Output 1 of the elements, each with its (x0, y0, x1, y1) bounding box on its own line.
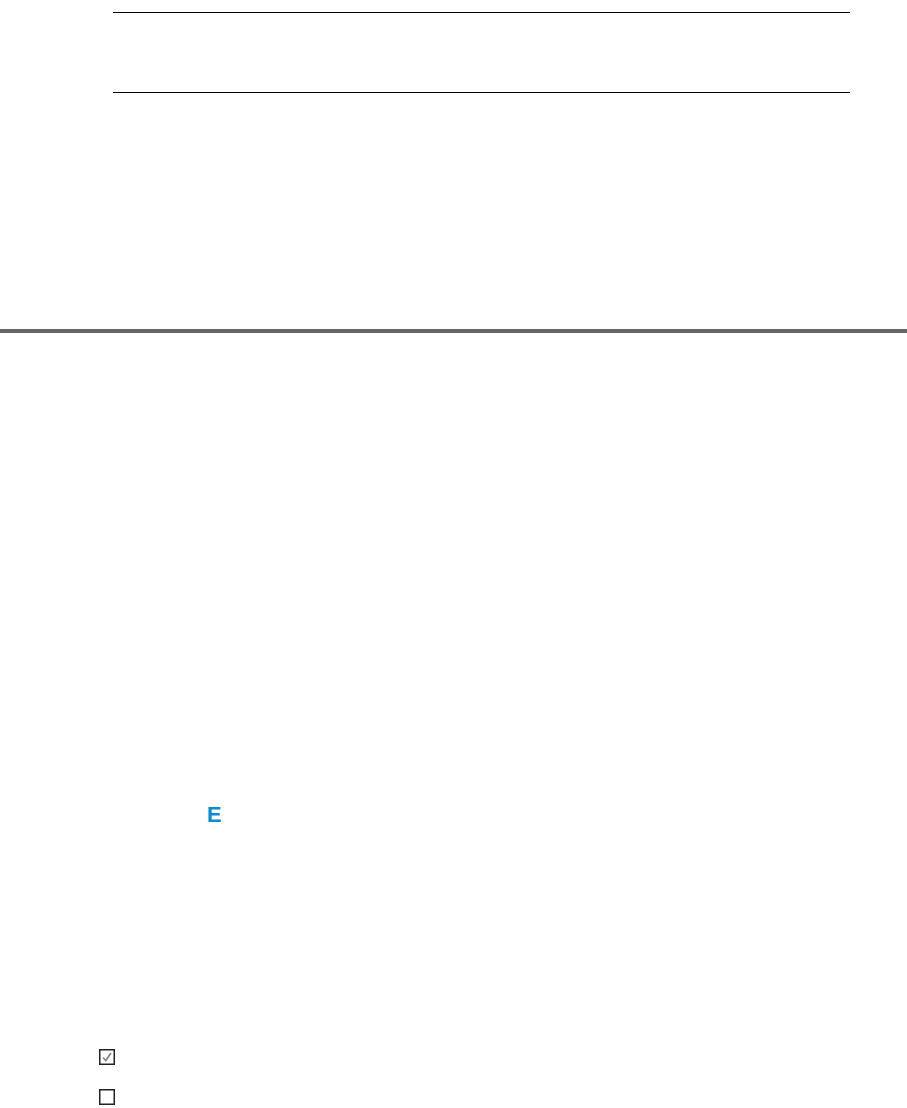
letter-label: E (207, 804, 222, 826)
